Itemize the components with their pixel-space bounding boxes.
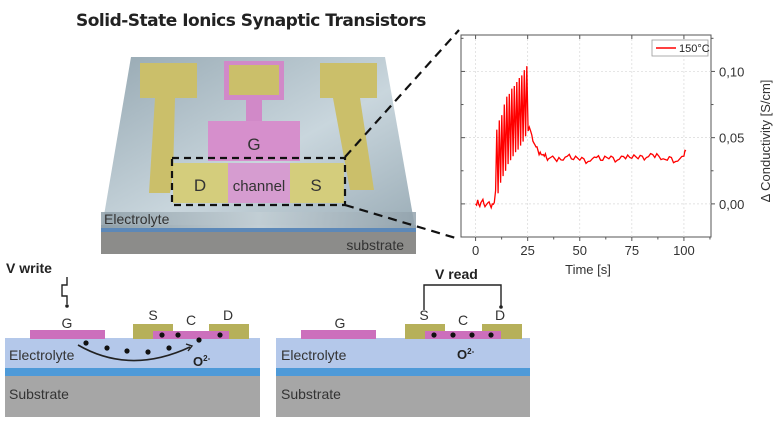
- v-write-label: V write: [6, 260, 52, 276]
- write-drain-label: D: [223, 307, 233, 323]
- source-pad: [320, 63, 377, 190]
- write-substrate: [5, 376, 260, 417]
- read-source-label: S: [419, 307, 428, 323]
- gate-label: G: [247, 135, 260, 154]
- pulse-signal-icon: [61, 277, 68, 304]
- drain-label: D: [194, 176, 206, 195]
- gate-electrode: [208, 121, 300, 161]
- ion-migration-arrow: [77, 344, 191, 362]
- drain-pad: [140, 63, 197, 193]
- legend-label: 150°C: [679, 43, 710, 55]
- read-gate-label: G: [335, 315, 346, 331]
- gate-pad-inner: [229, 65, 279, 95]
- read-gate-electrode: [301, 330, 376, 339]
- read-substrate: [276, 376, 530, 417]
- y-tick-label: 0,00: [719, 197, 744, 212]
- source-label: S: [310, 176, 321, 195]
- read-interlayer: [276, 368, 530, 376]
- page-title: Solid-State Ionics Synaptic Transistors: [76, 11, 426, 31]
- write-electrolyte-label: Electrolyte: [9, 347, 75, 363]
- x-tick-label: 0: [472, 243, 479, 258]
- arrow-tip-icon: [65, 304, 69, 308]
- read-ion-label: O2-: [457, 347, 475, 362]
- read-electrolyte-label: Electrolyte: [281, 347, 347, 363]
- write-channel: [153, 331, 229, 339]
- electrolyte-layer: [101, 212, 416, 229]
- connector-line-top: [344, 29, 460, 158]
- electrolyte-label: Electrolyte: [104, 211, 170, 227]
- read-channel-label: C: [458, 312, 468, 328]
- write-cross-section: V write G S C D Electrolyte O2- Substrat…: [5, 260, 260, 417]
- source-contact: [290, 163, 344, 203]
- grid-lines: [461, 35, 711, 237]
- x-tick-label: 100: [673, 243, 695, 258]
- write-gate-label: G: [62, 315, 73, 331]
- arrow-tip-icon: [499, 305, 503, 309]
- x-tick-label: 25: [520, 243, 534, 258]
- channel-region: [228, 163, 291, 203]
- interlayer: [101, 228, 416, 232]
- x-axis-label: Time [s]: [565, 262, 611, 277]
- write-ion-label: O2-: [193, 354, 211, 369]
- write-channel-label: C: [186, 312, 196, 328]
- gate-stem: [246, 100, 262, 122]
- write-gate-electrode: [30, 330, 105, 339]
- arrow-head-icon: [185, 343, 194, 352]
- v-read-label: V read: [435, 266, 478, 282]
- oxygen-ions: [83, 332, 223, 355]
- series-line-150c: [475, 66, 687, 210]
- x-tick-label: 75: [625, 243, 639, 258]
- read-cross-section: V read G S C D Electrolyte O2- Substrate: [276, 266, 530, 417]
- substrate-label: substrate: [346, 237, 404, 253]
- y-tick-label: 0,05: [719, 131, 744, 146]
- y-tick-label: 0,10: [719, 64, 744, 79]
- legend-box: [651, 39, 709, 57]
- channel-label: channel: [233, 178, 286, 195]
- write-interlayer: [5, 368, 260, 376]
- read-circuit-line: [423, 284, 502, 310]
- read-electrolyte: [276, 338, 530, 368]
- write-electrolyte: [5, 338, 260, 368]
- zoom-box: [170, 156, 347, 207]
- x-tick-label: 50: [573, 243, 587, 258]
- connector-line-bottom: [344, 203, 460, 241]
- read-channel: [425, 331, 501, 339]
- trapped-oxygen-ions: [431, 332, 494, 338]
- read-drain-label: D: [495, 307, 505, 323]
- write-substrate-label: Substrate: [9, 386, 69, 402]
- read-substrate-label: Substrate: [281, 386, 341, 402]
- write-source-label: S: [148, 307, 157, 323]
- y-axis-label: Δ Conductivity [S/cm]: [758, 80, 773, 203]
- legend: 150°C: [651, 39, 710, 57]
- axis-ticks: [461, 35, 715, 241]
- substrate-layer: [101, 232, 416, 254]
